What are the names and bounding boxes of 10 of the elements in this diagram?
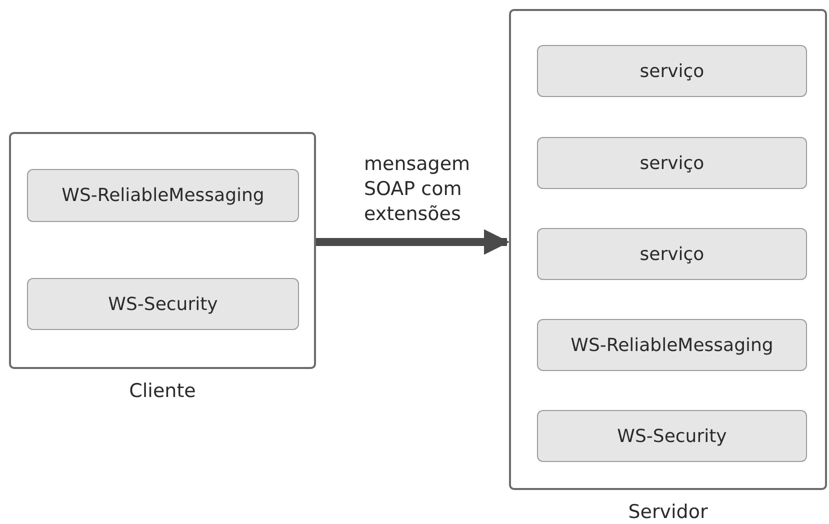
container-label: Servidor [627, 500, 709, 524]
component-box: WS-ReliableMessaging [27, 169, 299, 222]
component-box: serviço [537, 228, 807, 280]
component-box: WS-Security [537, 410, 807, 462]
component-box: WS-ReliableMessaging [537, 319, 807, 371]
component-box: WS-Security [27, 278, 299, 330]
arrow [316, 229, 510, 255]
component-box: serviço [537, 137, 807, 189]
component-box: serviço [537, 45, 807, 97]
container-label: Cliente [128, 379, 197, 404]
